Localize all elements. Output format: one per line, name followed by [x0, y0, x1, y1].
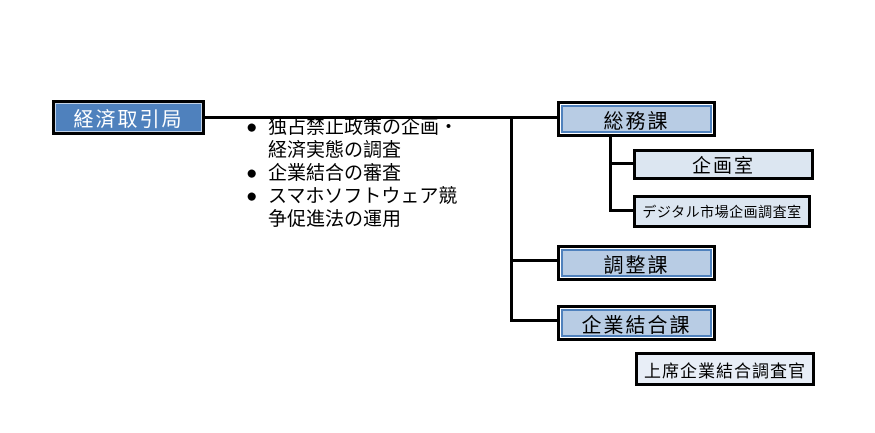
- note-item: ● 企業結合の審査: [246, 162, 518, 185]
- division-label-coordination: 調整課: [561, 249, 712, 277]
- division-box-general-affairs: 総務課: [557, 101, 716, 137]
- division-box-coordination: 調整課: [557, 245, 716, 281]
- connector-branch-coordination: [510, 259, 557, 262]
- connector-subtrunk-vertical: [609, 137, 612, 212]
- division-label-merger: 企業結合課: [561, 309, 712, 337]
- division-label-general-affairs: 総務課: [561, 105, 712, 133]
- note-text: 独占禁止政策の企画・経済実態の調査: [268, 117, 459, 161]
- bureau-box: 経済取引局: [52, 100, 205, 135]
- connector-trunk-vertical: [510, 116, 513, 322]
- bullet-icon: ●: [246, 186, 258, 207]
- office-box-planning: 企画室: [633, 149, 814, 180]
- office-box-digital-market: デジタル市場企画調査室: [633, 195, 811, 228]
- note-item: ● スマホソフトウェア競争促進法の運用: [246, 185, 518, 231]
- connector-bureau-to-trunk: [205, 116, 557, 119]
- bullet-icon: ●: [246, 117, 258, 138]
- bureau-notes: ● 独占禁止政策の企画・経済実態の調査 ● 企業結合の審査 ● スマホソフトウェ…: [246, 116, 518, 231]
- division-box-merger: 企業結合課: [557, 305, 716, 341]
- office-box-senior-merger-investigator: 上席企業結合調査官: [635, 352, 815, 386]
- note-text: 企業結合の審査: [268, 163, 402, 184]
- connector-branch-planning: [609, 162, 633, 165]
- bullet-icon: ●: [246, 163, 258, 184]
- note-item: ● 独占禁止政策の企画・経済実態の調査: [246, 116, 518, 162]
- connector-branch-merger: [510, 319, 557, 322]
- connector-branch-digital: [609, 209, 633, 212]
- note-text: スマホソフトウェア競争促進法の運用: [268, 186, 458, 230]
- bureau-label: 経済取引局: [55, 103, 202, 132]
